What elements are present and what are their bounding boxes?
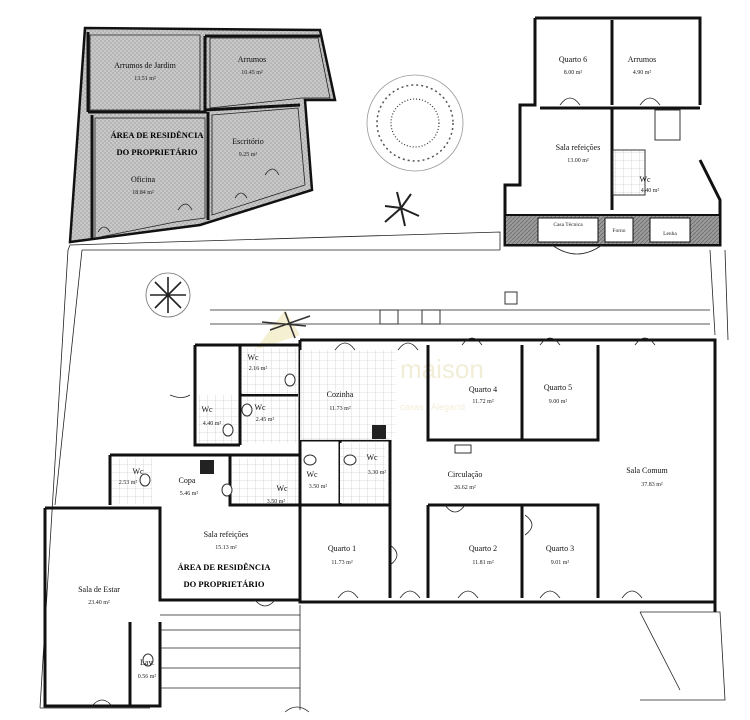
room-wc-c-name: Wc (254, 403, 266, 412)
room-arrumos-right-area: 4.90 m² (633, 70, 652, 76)
room-wc-a-area: 2.16 m² (249, 366, 268, 372)
room-wc-g-area: 3.50 m² (267, 499, 286, 505)
room-wc-d-name: Wc (306, 470, 318, 479)
room-arrumos-jardim-area: 13.51 m² (134, 76, 156, 82)
palm-icon (384, 191, 420, 227)
room-lav-name: Lav. (140, 658, 154, 667)
owner-zone-top-line1: ÁREA DE RESIDÊNCIA (110, 130, 204, 140)
room-cozinha-area: 11.73 m² (329, 406, 350, 412)
room-lenha-name: Lenha (663, 231, 677, 237)
room-lav-area: 0.56 m² (138, 674, 157, 680)
room-circulacao-area: 26.62 m² (454, 485, 476, 491)
fixtures (139, 291, 518, 667)
room-copa-name: Copa (179, 476, 196, 485)
room-wc-top-right-area: 4.40 m² (641, 188, 660, 194)
owner-zone-bottom-line1: ÁREA DE RESIDÊNCIA (177, 562, 271, 572)
room-wc-f-name: Wc (132, 467, 144, 476)
room-quarto1-area: 11.73 m² (331, 560, 352, 566)
room-wc-e-area: 3.30 m² (368, 470, 387, 476)
room-quarto5-name: Quarto 5 (544, 383, 572, 392)
room-wc-b-name: Wc (201, 405, 213, 414)
room-copa-area: 5.46 m² (180, 491, 199, 497)
room-forno-name: Forno (612, 228, 625, 234)
room-quarto4-name: Quarto 4 (469, 385, 497, 394)
room-cozinha-name: Cozinha (327, 390, 354, 399)
door-swings (91, 337, 656, 707)
room-oficina-area: 18.84 m² (132, 190, 154, 196)
room-quarto5-area: 9.00 m² (549, 399, 568, 405)
owner-area-top (68, 26, 337, 244)
room-quarto3-area: 9.01 m² (551, 560, 570, 566)
room-sala-refeicoes-top-name: Sala refeições (556, 143, 601, 152)
watermark-tagline: casas - Alegarrd (400, 402, 465, 412)
room-arrumos-jardim-name: Arrumos de Jardim (114, 61, 177, 70)
room-sala-refeicoes-top-area: 13.00 m² (567, 158, 589, 164)
room-casa-tecnica-name: Casa Técnica (553, 222, 583, 228)
shrub-icon (261, 311, 311, 339)
room-wc-c-area: 2.45 m² (256, 417, 275, 423)
room-arrumos-top-area: 10.45 m² (241, 70, 263, 76)
room-arrumos-right-name: Arrumos (628, 55, 656, 64)
room-wc-b-area: 4.40 m² (203, 421, 222, 427)
room-wc-f-area: 2.53 m² (119, 480, 138, 486)
room-wc-top-right-name: Wc (639, 175, 651, 184)
annex-top-right (503, 16, 722, 255)
room-sala-refeicoes-bottom-name: Sala refeições (204, 530, 249, 539)
room-sala-estar-name: Sala de Estar (78, 585, 120, 594)
room-quarto6-area: 8.00 m² (564, 70, 583, 76)
room-sala-estar-area: 23.40 m² (88, 600, 110, 606)
watermark-brand: maison (400, 354, 484, 384)
room-quarto4-area: 11.72 m² (472, 399, 493, 405)
room-quarto6-name: Quarto 6 (559, 55, 587, 64)
room-quarto2-area: 11.81 m² (472, 560, 493, 566)
room-wc-g-name: Wc (276, 484, 288, 493)
shrub-icon (145, 272, 191, 318)
room-escritorio-area: 9.25 m² (239, 152, 258, 158)
terrace-steps (160, 605, 681, 713)
room-oficina-name: Oficina (131, 175, 155, 184)
room-sala-comum-area: 37.83 m² (641, 482, 663, 488)
room-circulacao-name: Circulação (448, 470, 483, 479)
room-quarto1-name: Quarto 1 (328, 544, 356, 553)
owner-zone-top-line2: DO PROPRIETÁRIO (117, 147, 198, 157)
room-quarto3-name: Quarto 3 (546, 544, 574, 553)
main-house-walls (43, 338, 717, 708)
room-escritorio-name: Escritório (232, 137, 264, 146)
room-wc-e-name: Wc (366, 453, 378, 462)
room-arrumos-top-name: Arrumos (238, 55, 266, 64)
tree-icon (366, 74, 464, 172)
room-wc-a-name: Wc (247, 353, 259, 362)
room-wc-d-area: 3.50 m² (309, 484, 328, 490)
room-quarto2-name: Quarto 2 (469, 544, 497, 553)
room-sala-comum-name: Sala Comum (626, 466, 668, 475)
owner-zone-bottom-line2: DO PROPRIETÁRIO (184, 579, 265, 589)
room-sala-refeicoes-bottom-area: 15.13 m² (215, 545, 237, 551)
